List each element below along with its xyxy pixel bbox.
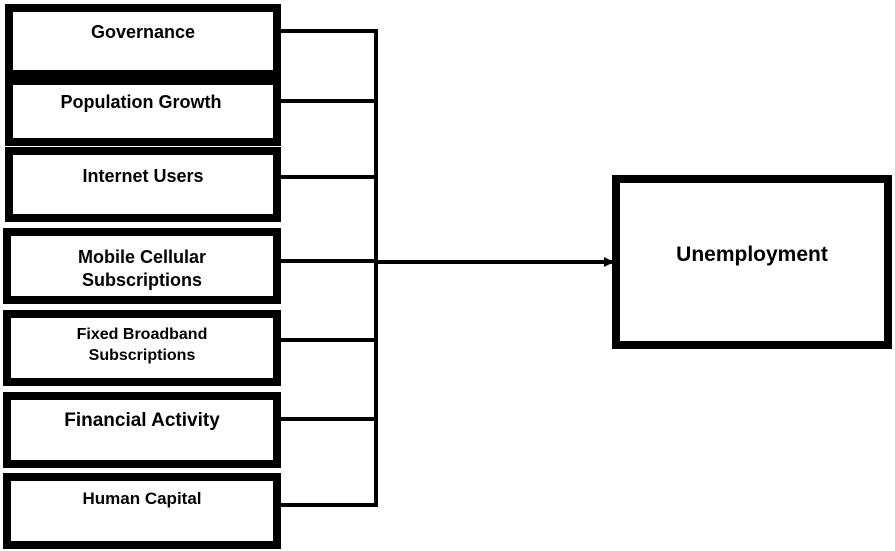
input-box-financial-activity: Financial Activity [3,392,281,468]
output-box-unemployment: Unemployment [612,175,892,349]
output-label-unemployment: Unemployment [676,243,828,266]
input-label-financial-activity: Financial Activity [64,410,220,431]
input-label-governance: Governance [90,22,196,42]
input-box-internet-users: Internet Users [5,147,281,222]
input-box-mobile-cellular-subscriptions: Mobile Cellular Subscriptions [3,228,281,304]
input-label-human-capital: Human Capital [82,489,202,508]
input-label-internet-users: Internet Users [82,166,204,186]
input-box-population-growth: Population Growth [5,77,281,146]
input-box-governance: Governance [5,4,281,78]
input-label-population-growth: Population Growth [60,92,222,112]
input-label-mobile-cellular-subscriptions: Mobile Cellular Subscriptions [77,247,207,291]
input-box-fixed-broadband-subscriptions: Fixed Broadband Subscriptions [3,310,281,386]
input-label-fixed-broadband-subscriptions: Fixed Broadband Subscriptions [76,326,208,364]
input-box-human-capital: Human Capital [3,473,281,549]
